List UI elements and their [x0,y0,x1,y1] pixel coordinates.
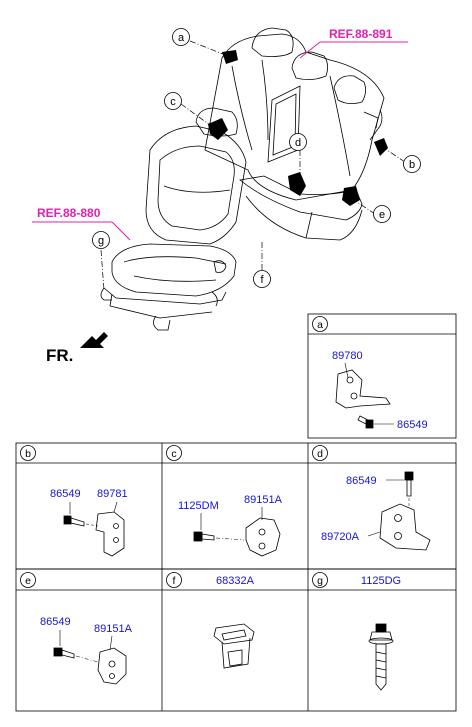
svg-text:a: a [317,319,323,331]
bolt-icon [357,415,374,429]
callout-leaders [100,40,406,291]
svg-text:f: f [260,274,264,286]
panel-e: e 86549 89151A [20,572,133,685]
svg-text:REF.88-880: REF.88-880 [37,206,101,220]
part-number-89780: 89780 [332,350,363,362]
panel-c: c 1125DM 89151A [166,445,283,557]
part-number-86549: 86549 [40,616,71,628]
svg-text:FR.: FR. [46,346,73,365]
svg-text:c: c [171,448,176,460]
svg-text:d: d [295,137,301,149]
callout-d: d [289,133,307,151]
part-number-1125dm: 1125DM [178,500,219,512]
part-number-86549: 86549 [50,488,81,500]
part-number-89781: 89781 [97,488,128,500]
grommet-icon [213,623,255,669]
bolt-icon [193,531,215,542]
svg-text:b: b [25,448,31,460]
part-number-89151a: 89151A [244,494,283,506]
part-number-86549: 86549 [397,419,428,431]
front-direction-indicator: FR. [46,332,108,365]
front-arrow-icon [80,332,108,348]
callout-e: e [373,205,391,223]
hinge-bracket-icon [379,503,431,551]
bolt-icon [404,471,414,497]
reference-label-88-880: REF.88-880 [32,206,131,241]
part-number-89720a: 89720A [321,531,360,543]
svg-text:a: a [178,32,185,44]
panel-a: a 89780 86549 [312,316,428,431]
svg-text:c: c [170,96,176,108]
svg-text:g: g [98,235,104,247]
front-seat-illustration [100,107,247,331]
component-marks [208,50,388,206]
svg-text:REF.88-891: REF.88-891 [329,27,393,41]
panel-d: d 86549 89720A [312,445,431,551]
svg-text:d: d [317,448,323,460]
callout-c: c [164,92,182,110]
part-number-89151a: 89151A [94,623,133,635]
callout-b: b [403,155,421,173]
callout-a: a [172,28,190,46]
hook-bracket-icon [335,369,391,409]
callout-f: f [253,270,271,288]
callout-g: g [92,231,110,249]
svg-text:b: b [409,159,415,171]
part-number-1125dg: 1125DG [361,575,401,587]
hook-bracket-icon [95,511,125,557]
svg-text:e: e [25,575,31,587]
svg-text:e: e [379,209,385,221]
panel-g: g 1125DG [312,572,401,691]
anchor-bracket-icon [245,517,281,557]
svg-text:f: f [173,575,176,587]
panel-f: f 68332A [166,572,255,669]
panel-grid-lines [15,313,457,712]
flange-bolt-icon [368,623,394,691]
panel-b: b 86549 89781 [20,445,128,557]
reference-label-88-891: REF.88-891 [299,27,408,59]
part-number-68332a: 68332A [216,575,255,587]
bolt-icon [63,515,85,527]
bolt-icon [53,647,75,659]
svg-text:g: g [317,575,323,587]
anchor-bracket-icon [97,647,127,685]
part-number-86549: 86549 [346,475,377,487]
